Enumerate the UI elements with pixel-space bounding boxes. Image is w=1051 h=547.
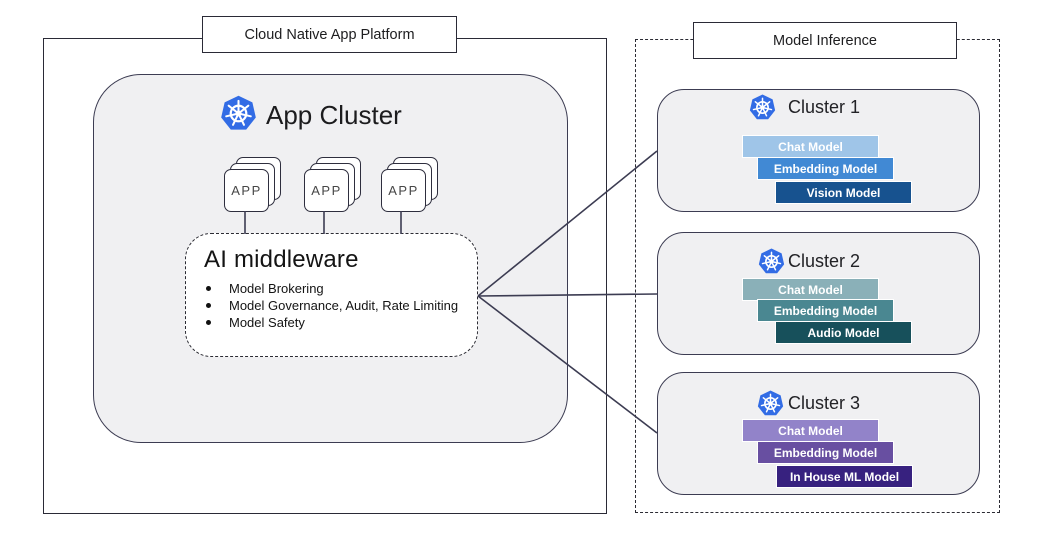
model-inference-title-box: Model Inference	[693, 22, 957, 59]
model-bar: Embedding Model	[757, 299, 894, 322]
cluster-box-3: Cluster 3 Chat Model Embedding Model In …	[657, 372, 980, 495]
model-bar-label: Chat Model	[778, 423, 843, 438]
kubernetes-icon	[758, 248, 785, 274]
app-card: APP	[304, 169, 349, 212]
model-bar: Chat Model	[742, 278, 879, 301]
cluster-title: Cluster 3	[788, 393, 861, 413]
model-inference-title: Model Inference	[773, 32, 877, 49]
model-bar-label: Chat Model	[778, 282, 843, 297]
cluster-box-2: Cluster 2 Chat Model Embedding Model Aud…	[657, 232, 980, 355]
middleware-bullet-item: Model Safety	[206, 314, 305, 330]
ai-middleware-box: AI middleware Model Brokering Model Gove…	[185, 233, 478, 357]
app-card-label: APP	[311, 183, 342, 198]
model-bar-label: Audio Model	[807, 325, 880, 340]
model-bar-label: Embedding Model	[773, 303, 878, 318]
app-cluster-title: App Cluster	[266, 100, 402, 130]
model-bar-label: Embedding Model	[773, 161, 878, 176]
platform-title-box: Cloud Native App Platform	[202, 16, 457, 53]
model-bar-label: Embedding Model	[773, 445, 878, 460]
app-card-label: APP	[388, 183, 419, 198]
model-bar: Embedding Model	[757, 157, 894, 180]
bullet-text: Model Brokering	[229, 280, 324, 296]
kubernetes-icon	[757, 390, 784, 416]
app-stack: APP	[381, 157, 439, 213]
model-bar: Chat Model	[742, 419, 879, 442]
app-card-label: APP	[231, 183, 262, 198]
model-bar: Chat Model	[742, 135, 879, 158]
kubernetes-icon	[221, 95, 256, 130]
bullet-text: Model Safety	[229, 314, 305, 330]
bullet-dot	[206, 285, 211, 291]
bullet-dot	[206, 319, 211, 325]
model-bar: In House ML Model	[776, 465, 913, 488]
platform-title: Cloud Native App Platform	[244, 26, 415, 43]
middleware-bullet-item: Model Governance, Audit, Rate Limiting	[206, 297, 458, 313]
middleware-bullet-item: Model Brokering	[206, 280, 324, 296]
bullet-text: Model Governance, Audit, Rate Limiting	[229, 297, 459, 313]
bullet-dot	[206, 302, 211, 308]
ai-middleware-title: AI middleware	[204, 246, 359, 273]
kubernetes-icon	[749, 94, 776, 120]
app-card: APP	[224, 169, 269, 212]
model-bar: Vision Model	[775, 181, 912, 204]
cluster-box-1: Cluster 1 Chat Model Embedding Model Vis…	[657, 89, 980, 212]
model-bar-label: In House ML Model	[789, 469, 900, 484]
cluster-title: Cluster 1	[788, 97, 861, 117]
app-card: APP	[381, 169, 426, 212]
app-stack: APP	[304, 157, 362, 213]
cluster-title: Cluster 2	[788, 251, 861, 271]
model-bar-label: Vision Model	[806, 185, 881, 200]
model-bar: Audio Model	[775, 321, 912, 344]
model-bar: Embedding Model	[757, 441, 894, 464]
app-stack: APP	[224, 157, 282, 213]
model-bar-label: Chat Model	[778, 139, 843, 154]
